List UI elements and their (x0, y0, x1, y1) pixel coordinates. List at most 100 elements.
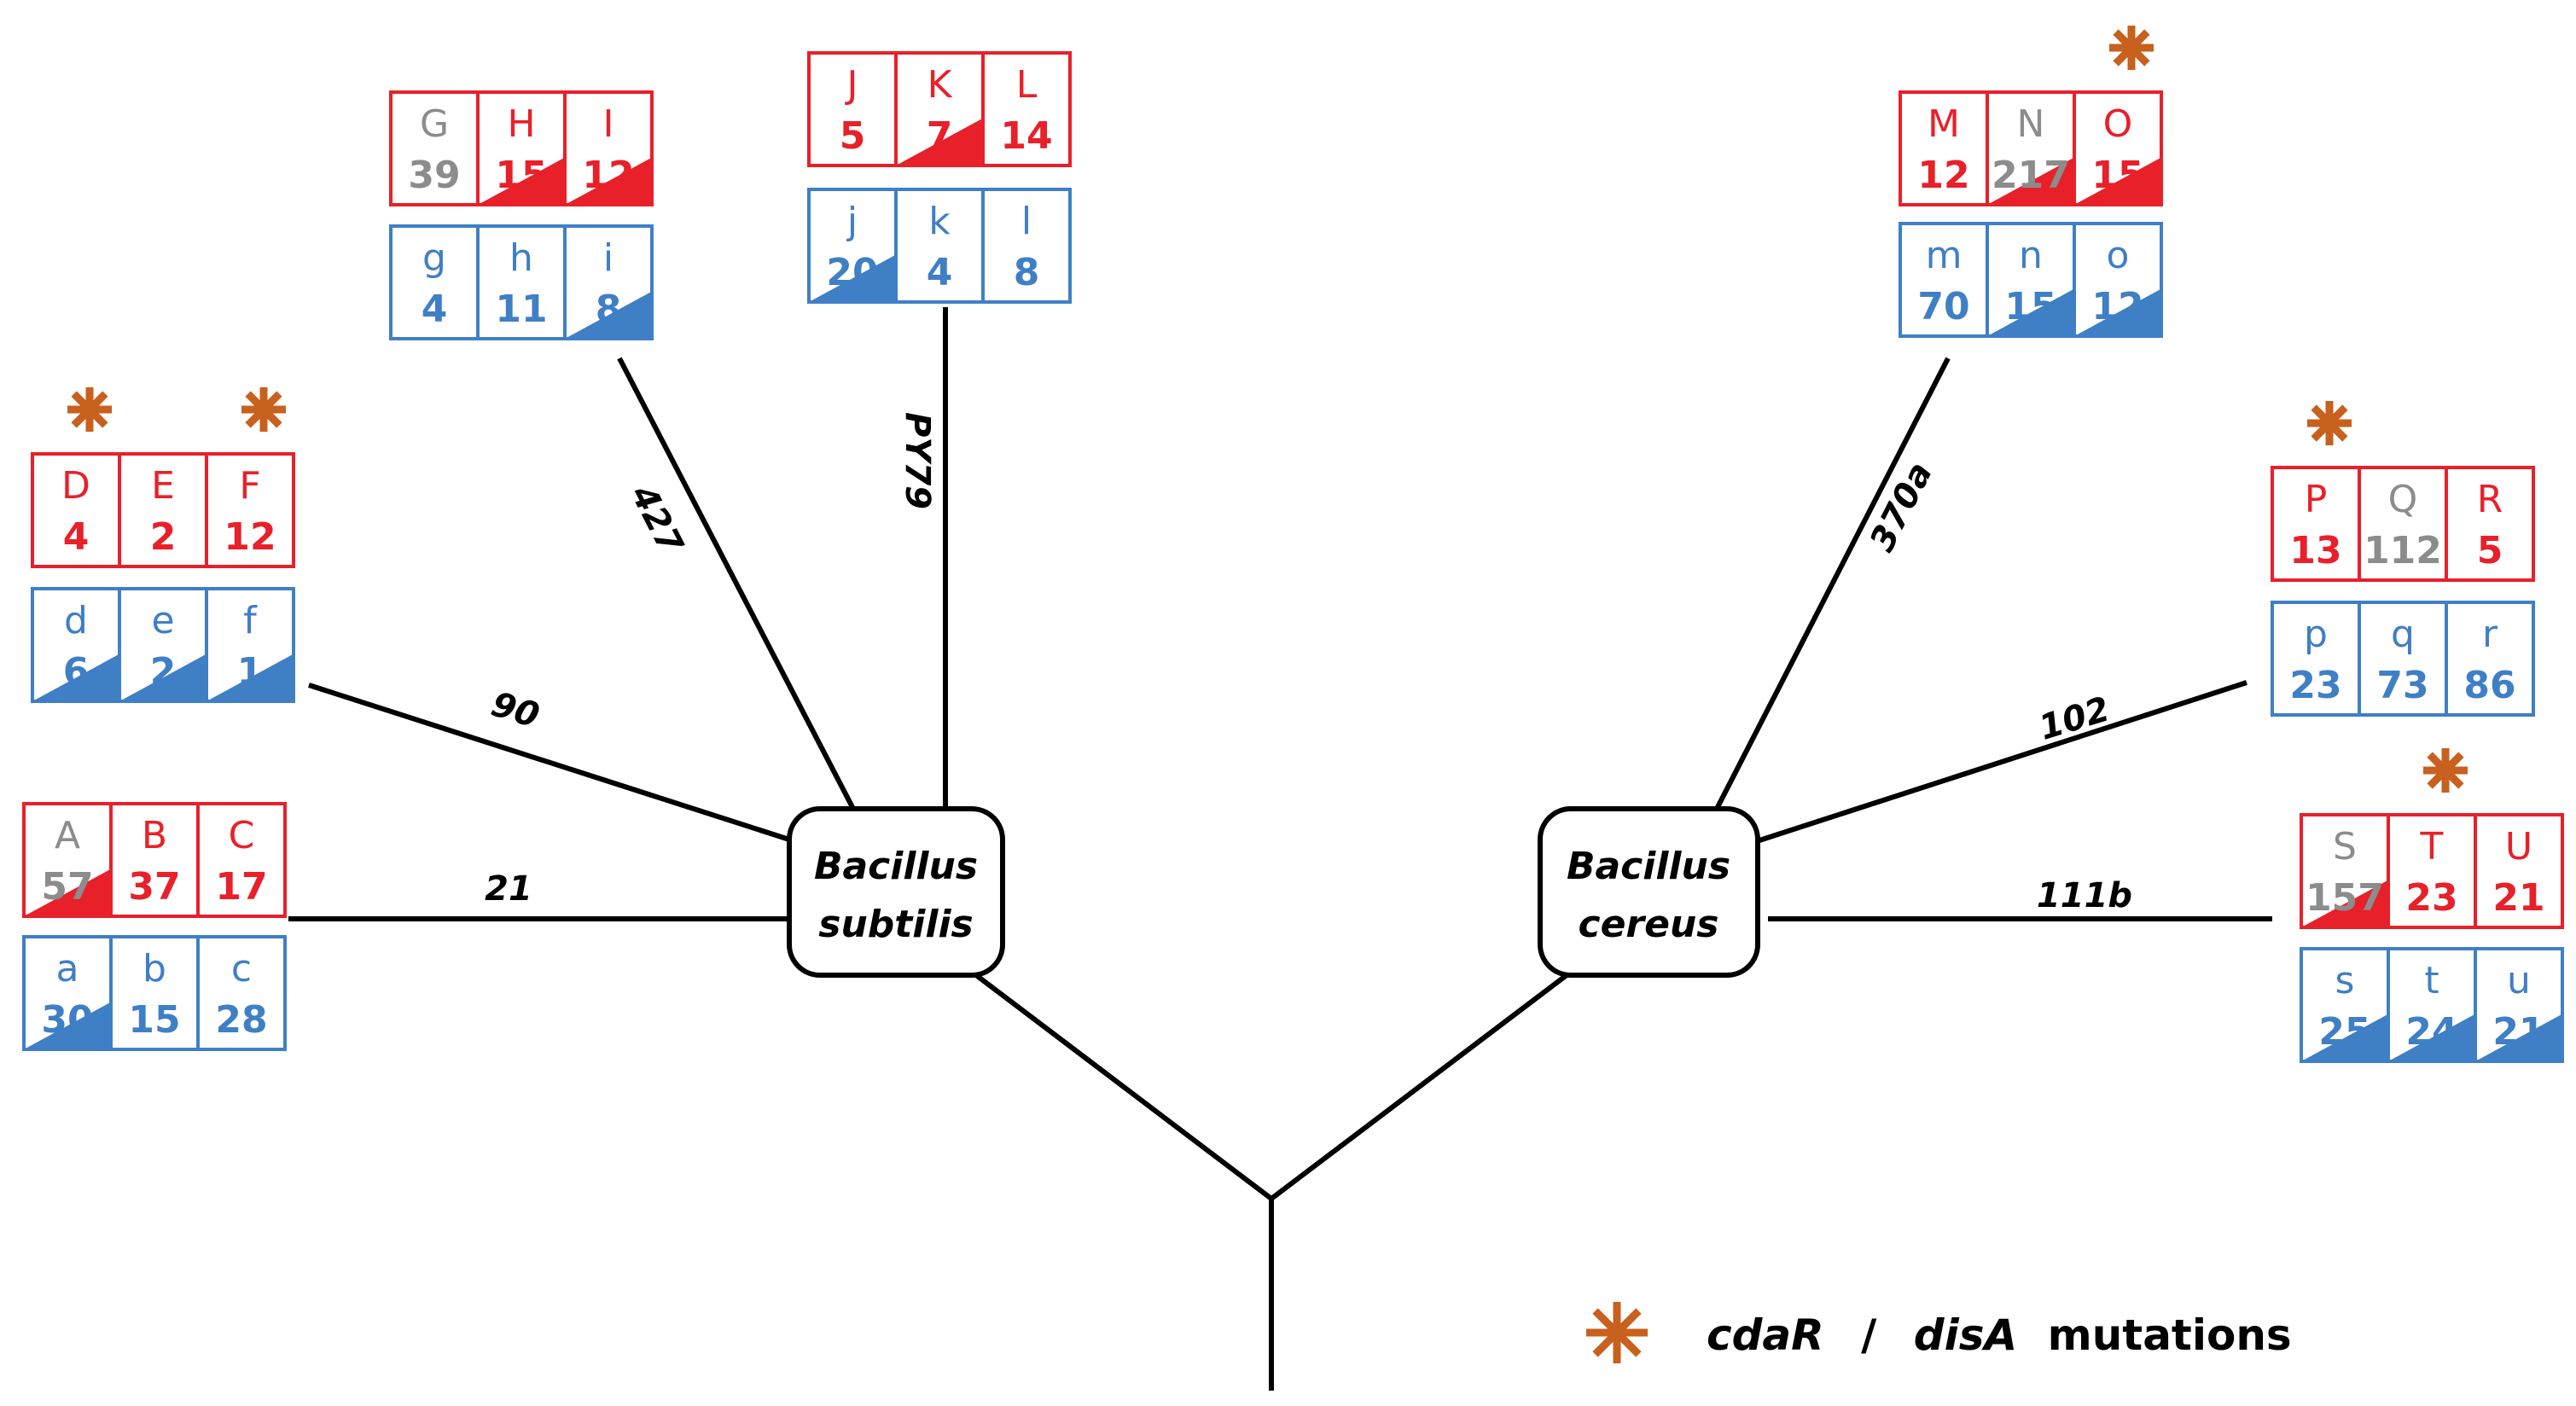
edge-102-line (1759, 680, 2247, 843)
strain-cell-e-letter: e (151, 599, 174, 642)
strain-cell-k: k4 (894, 188, 985, 304)
mutation-asterisk-icon (2423, 748, 2468, 793)
legend-word-cdar: cdaR (1707, 1310, 1824, 1360)
strain-cell-u-border (2474, 947, 2564, 1063)
tree-branches (288, 307, 2272, 1391)
strain-cell-O-marker (2074, 157, 2161, 205)
mutation-asterisk-icon (67, 387, 112, 432)
strain-cell-C-count: 17 (215, 865, 267, 909)
legend-text: cdaR / disA mutations (1707, 1310, 2292, 1360)
strain-cell-I-marker (565, 157, 652, 205)
node-cereus-line1: Bacillus (1567, 845, 1730, 888)
strain-cell-s-letter: s (2335, 959, 2355, 1002)
strain-cell-i-marker (565, 291, 652, 339)
edge-label-111b: 111b (2037, 876, 2132, 915)
strain-cell-G: G39 (389, 90, 480, 206)
mutation-asterisk-icon (2109, 26, 2154, 70)
strain-cell-O-count: 15 (2091, 154, 2143, 197)
strain-cell-U-count: 21 (2492, 876, 2544, 920)
strain-cell-a-marker (24, 1002, 111, 1049)
strain-cell-K-count: 7 (927, 114, 953, 158)
strain-cell-n-marker (1987, 288, 2074, 336)
strain-cell-A-count: 57 (41, 865, 93, 909)
mutation-asterisk-icon (241, 387, 286, 432)
strain-cell-m-letter: m (1926, 234, 1963, 277)
mutation-asterisk-icon-stroke (2427, 752, 2464, 789)
strain-cell-q-count: 73 (2376, 664, 2428, 707)
strain-cell-r-count: 86 (2463, 664, 2515, 707)
strain-cell-t-letter: t (2424, 959, 2439, 1002)
strain-cell-d-marker (32, 654, 119, 701)
strain-cell-D-count: 4 (63, 515, 90, 559)
strain-cell-b-count: 15 (128, 998, 180, 1042)
strain-cell-k-letter: k (928, 200, 951, 243)
strain-cell-C-border (196, 802, 287, 918)
strain-cell-I-count: 12 (582, 154, 634, 197)
strain-cell-K: K7 (894, 51, 985, 167)
strain-cell-N-marker (1987, 157, 2074, 205)
strain-cell-i: i8 (563, 224, 654, 340)
strain-cell-U-letter: U (2505, 825, 2532, 869)
strain-cell-L-count: 14 (1000, 114, 1052, 158)
strain-cell-R-letter: R (2477, 478, 2503, 521)
strain-cell-f-letter: f (243, 599, 258, 642)
strain-cell-h: h11 (476, 224, 567, 340)
strain-cell-H-letter: H (507, 102, 535, 146)
strain-cell-O-letter: O (2103, 102, 2133, 146)
edge-labels: 21 90 427 PY79 370a 102 111b (485, 412, 2132, 915)
strain-cell-A-marker (24, 869, 111, 916)
strain-cell-R: R5 (2445, 466, 2535, 582)
strain-cell-T-count: 23 (2405, 876, 2457, 920)
branch-to-cereus (1270, 970, 1572, 1201)
strain-cell-g-count: 4 (422, 288, 448, 331)
strain-cell-b-letter: b (142, 947, 166, 991)
strain-cell-S-count: 157 (2306, 876, 2384, 920)
strain-cell-I-border (563, 90, 654, 206)
strain-cell-D-letter: D (61, 464, 90, 508)
strain-cell-L: L14 (981, 51, 1072, 167)
strain-cell-u-marker (2475, 1014, 2562, 1061)
legend-word-mutations: mutations (2048, 1310, 2292, 1360)
strain-cell-F-border (205, 452, 295, 568)
strain-cell-o: o12 (2073, 222, 2163, 338)
strain-cell-t-marker (2388, 1014, 2475, 1061)
node-subtilis-box (787, 806, 1005, 978)
strain-cell-B-count: 37 (128, 865, 180, 909)
strain-cell-t: t 24 (2387, 947, 2477, 1063)
mutation-asterisk-icon-stroke (245, 391, 282, 428)
strain-cell-c-count: 28 (215, 998, 267, 1042)
strain-cell-O: O 15 (2073, 90, 2163, 206)
strain-cell-f-count: 1 (237, 650, 264, 694)
strain-cell-S-marker (2301, 880, 2388, 927)
strain-cell-d: d6 (31, 587, 121, 703)
strain-cell-t-count: 24 (2405, 1010, 2457, 1054)
edge-label-427: 427 (623, 479, 690, 561)
strain-cell-H: H15 (476, 90, 567, 206)
strain-cell-q-letter: q (2391, 613, 2415, 656)
edge-label-PY79: PY79 (898, 412, 937, 509)
strain-cell-P: P13 (2271, 466, 2361, 582)
mutation-asterisk-icon-stroke (2311, 404, 2348, 442)
strain-cell-m-count: 70 (1917, 285, 1969, 328)
strain-cell-u-letter: u (2507, 959, 2531, 1002)
strain-cell-F-count: 12 (224, 515, 276, 559)
strain-cell-j-marker (809, 254, 896, 302)
strain-cell-p-letter: p (2304, 613, 2328, 656)
strain-cell-a-count: 30 (41, 998, 93, 1042)
strain-cell-o-count: 12 (2091, 285, 2143, 328)
strain-cell-N-letter: N (2017, 102, 2045, 146)
strain-cell-r-border (2445, 601, 2535, 717)
strain-cell-q: q 73 (2358, 601, 2448, 717)
strain-cell-G-letter: G (420, 102, 449, 146)
legend-word-disa: disA (1914, 1310, 2017, 1360)
strain-cell-Q-letter: Q (2388, 478, 2418, 521)
strain-cell-r: r86 (2445, 601, 2535, 717)
mutation-asterisk-icon (2307, 401, 2352, 445)
strain-cell-I: I12 (563, 90, 654, 206)
